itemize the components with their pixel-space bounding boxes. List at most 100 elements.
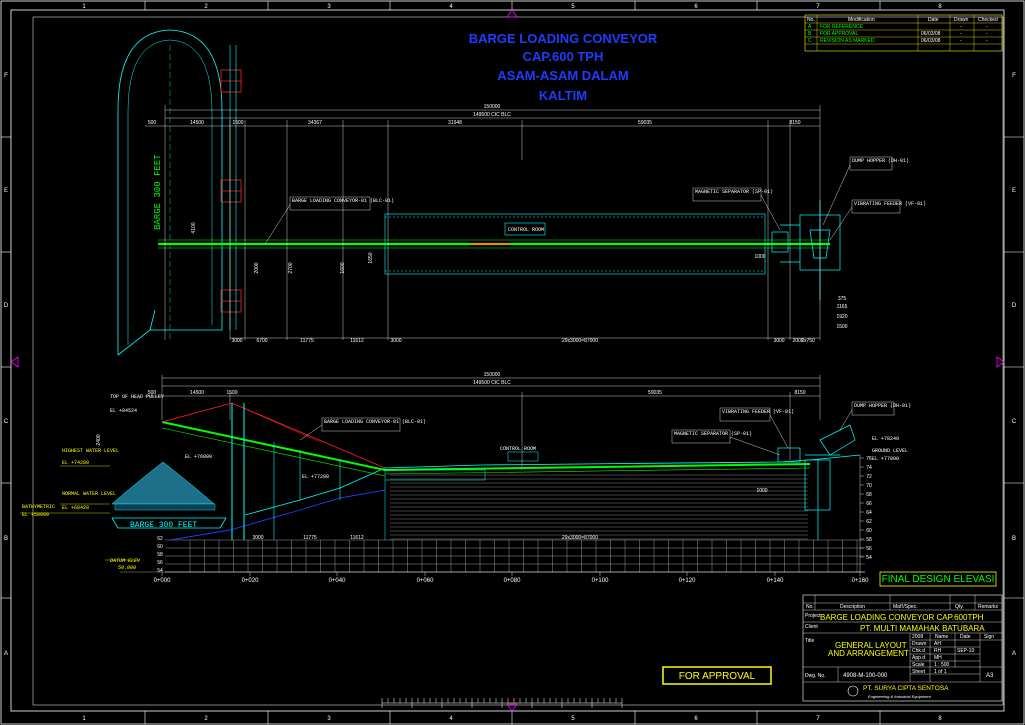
tb-size: A3 <box>986 673 994 679</box>
plan-ctc-dim: 149500 CtC BLC <box>473 112 511 118</box>
head-pulley-el: EL +84524 <box>110 408 137 414</box>
tb-project: BARGE LOADING CONVEYOR CAP.600TPH <box>820 613 984 622</box>
plan-view: BARGE 300 FEET CONTROL ROOM <box>117 29 926 356</box>
rev-mod: FOR REFERENCE <box>820 24 863 30</box>
plan-bottom-dim: 3000 <box>773 338 784 344</box>
rev-checked: - <box>986 24 988 30</box>
grid-col-top-4: 4 <box>449 4 453 10</box>
tb-dwg-no: 4908-M-100-000 <box>843 673 888 679</box>
grid-col-top-1: 1 <box>82 4 86 10</box>
plan-left-dim: 4100 <box>191 222 197 233</box>
chainage-label: 0+140 <box>767 578 785 584</box>
rev-checked: - <box>986 31 988 37</box>
plan-dump-hopper-label: DUMP HOPPER (DH-01) <box>852 158 909 164</box>
plan-top-dim: 34367 <box>308 120 322 126</box>
rev-drawn: - <box>960 38 962 44</box>
grid-row-left-E: E <box>4 188 8 194</box>
tb-title-label: Title <box>805 638 814 644</box>
plan-left-dim: 1650 <box>368 252 374 263</box>
plan-bottom-dim: 2x750 <box>801 338 815 344</box>
tb-header: Mat'l/Spec. <box>893 604 918 610</box>
el-77200: EL +77200 <box>302 474 329 480</box>
elev-bottom-dim: 11775 <box>303 535 317 541</box>
elev-d2400: 2400 <box>96 434 102 445</box>
elev-d1000: 1000 <box>756 488 767 494</box>
rev-drawn: - <box>960 24 962 30</box>
tb-col-label: Date <box>960 634 971 640</box>
datum-value: 50.000 <box>118 565 136 571</box>
tb-col-label: 2008 <box>912 634 923 640</box>
title-line-2: CAP.600 TPH <box>523 49 604 64</box>
stamp-final: FINAL DESIGN ELEVASI <box>879 571 997 587</box>
elev-bottom-dim: 3000 <box>252 535 263 541</box>
elev-right-tick: 54 <box>866 555 872 561</box>
rev-h-no: No. <box>807 17 815 23</box>
tb-title-line-2: AND ARRANGEMENT <box>828 649 909 658</box>
normal-water-label: NORMAL WATER LEVEL <box>62 491 116 497</box>
head-pulley-label: TOP OF HEAD PULLEY <box>110 394 164 400</box>
title-line-3: ASAM-ASAM DALAM <box>497 68 628 83</box>
plan-left-dim: 2000 <box>254 262 260 273</box>
grid-row-right-E: E <box>1012 188 1016 194</box>
tb-field-val: RH <box>934 648 942 654</box>
rev-no: A <box>808 24 812 30</box>
bathymetric-label: BATHYMETRIC <box>22 504 55 510</box>
chainage-label: 0+100 <box>592 578 610 584</box>
rev-mod: FOR APPROVAL <box>820 31 858 37</box>
plan-blc-label: BARGE LOADING CONVEYOR-01 (BLC-01) <box>292 198 394 204</box>
plan-d1000: 1000 <box>754 254 765 260</box>
elev-barge: BARGE 300 FEET <box>111 461 227 530</box>
elev-top-dim: 8150 <box>794 390 805 396</box>
plan-right-dim: 375 <box>838 296 847 302</box>
elev-overall-dim: 150000 <box>484 372 501 378</box>
grid-col-bottom-7: 7 <box>816 716 820 722</box>
grid-col-top-8: 8 <box>938 4 942 10</box>
tb-company: PT. SURYA CIPTA SENTOSA <box>863 685 949 692</box>
rev-h-checked: Checked <box>978 17 998 23</box>
tb-field-key: Sheet <box>912 669 926 675</box>
elev-right-tick: 56 <box>866 546 872 552</box>
elev-right-tick: 58 <box>866 537 872 543</box>
tb-field-val: 1 of 1 <box>934 669 947 675</box>
plan-top-dim: 8150 <box>789 120 800 126</box>
rev-mod: REVISION AS MARKED <box>820 38 875 44</box>
elev-bottom-dim: 11612 <box>350 535 364 541</box>
tb-client-label: Client <box>805 624 818 630</box>
elev-right-tick: 62 <box>866 519 872 525</box>
plan-bollards <box>220 69 242 313</box>
plan-top-dim: 14500 <box>190 120 204 126</box>
elev-top-dim: 59035 <box>648 390 662 396</box>
rev-drawn: - <box>960 31 962 37</box>
title-line-4: KALTIM <box>539 88 587 103</box>
tb-title-line-1: GENERAL LAYOUT <box>835 641 907 650</box>
plan-top-dim: 59035 <box>638 120 652 126</box>
normal-water-el: EL +68428 <box>62 505 89 511</box>
rev-h-mod: Modification <box>848 17 875 23</box>
rev-h-drawn: Drawn <box>954 17 969 23</box>
rev-date: 06/03/08 <box>921 31 941 37</box>
grid-col-bottom-2: 2 <box>204 716 208 722</box>
chainage-label: 0+120 <box>679 578 697 584</box>
chainage-label: 0+160 <box>852 578 870 584</box>
grid-col-top-7: 7 <box>816 4 820 10</box>
tb-client: PT. MULTI MAMAHAK BATUBARA <box>860 624 985 633</box>
tb-field-val: AH <box>934 641 941 647</box>
grid-col-top-3: 3 <box>327 4 331 10</box>
tb-header: Remarks <box>978 604 999 610</box>
chainage-label: 0+040 <box>329 578 347 584</box>
tb-dwg-label: Dwg. No. <box>805 673 826 679</box>
elev-top-dim: 14500 <box>190 390 204 396</box>
el-76000: EL +76000 <box>185 454 212 460</box>
grid-row-right-D: D <box>1012 303 1017 309</box>
drawing-title: BARGE LOADING CONVEYOR CAP.600 TPH ASAM-… <box>469 31 658 103</box>
datum-label: DATUM ELEV <box>110 558 141 564</box>
elev-control-room-label: CONTROL ROOM <box>500 446 536 452</box>
chainage-label: 0+080 <box>504 578 522 584</box>
plan-right-dim: 1165 <box>837 304 848 310</box>
plan-overall-dim: 150000 <box>484 104 501 110</box>
elev-left-tick: 56 <box>157 560 163 566</box>
plan-barge-label: BARGE 300 FEET <box>153 154 163 230</box>
